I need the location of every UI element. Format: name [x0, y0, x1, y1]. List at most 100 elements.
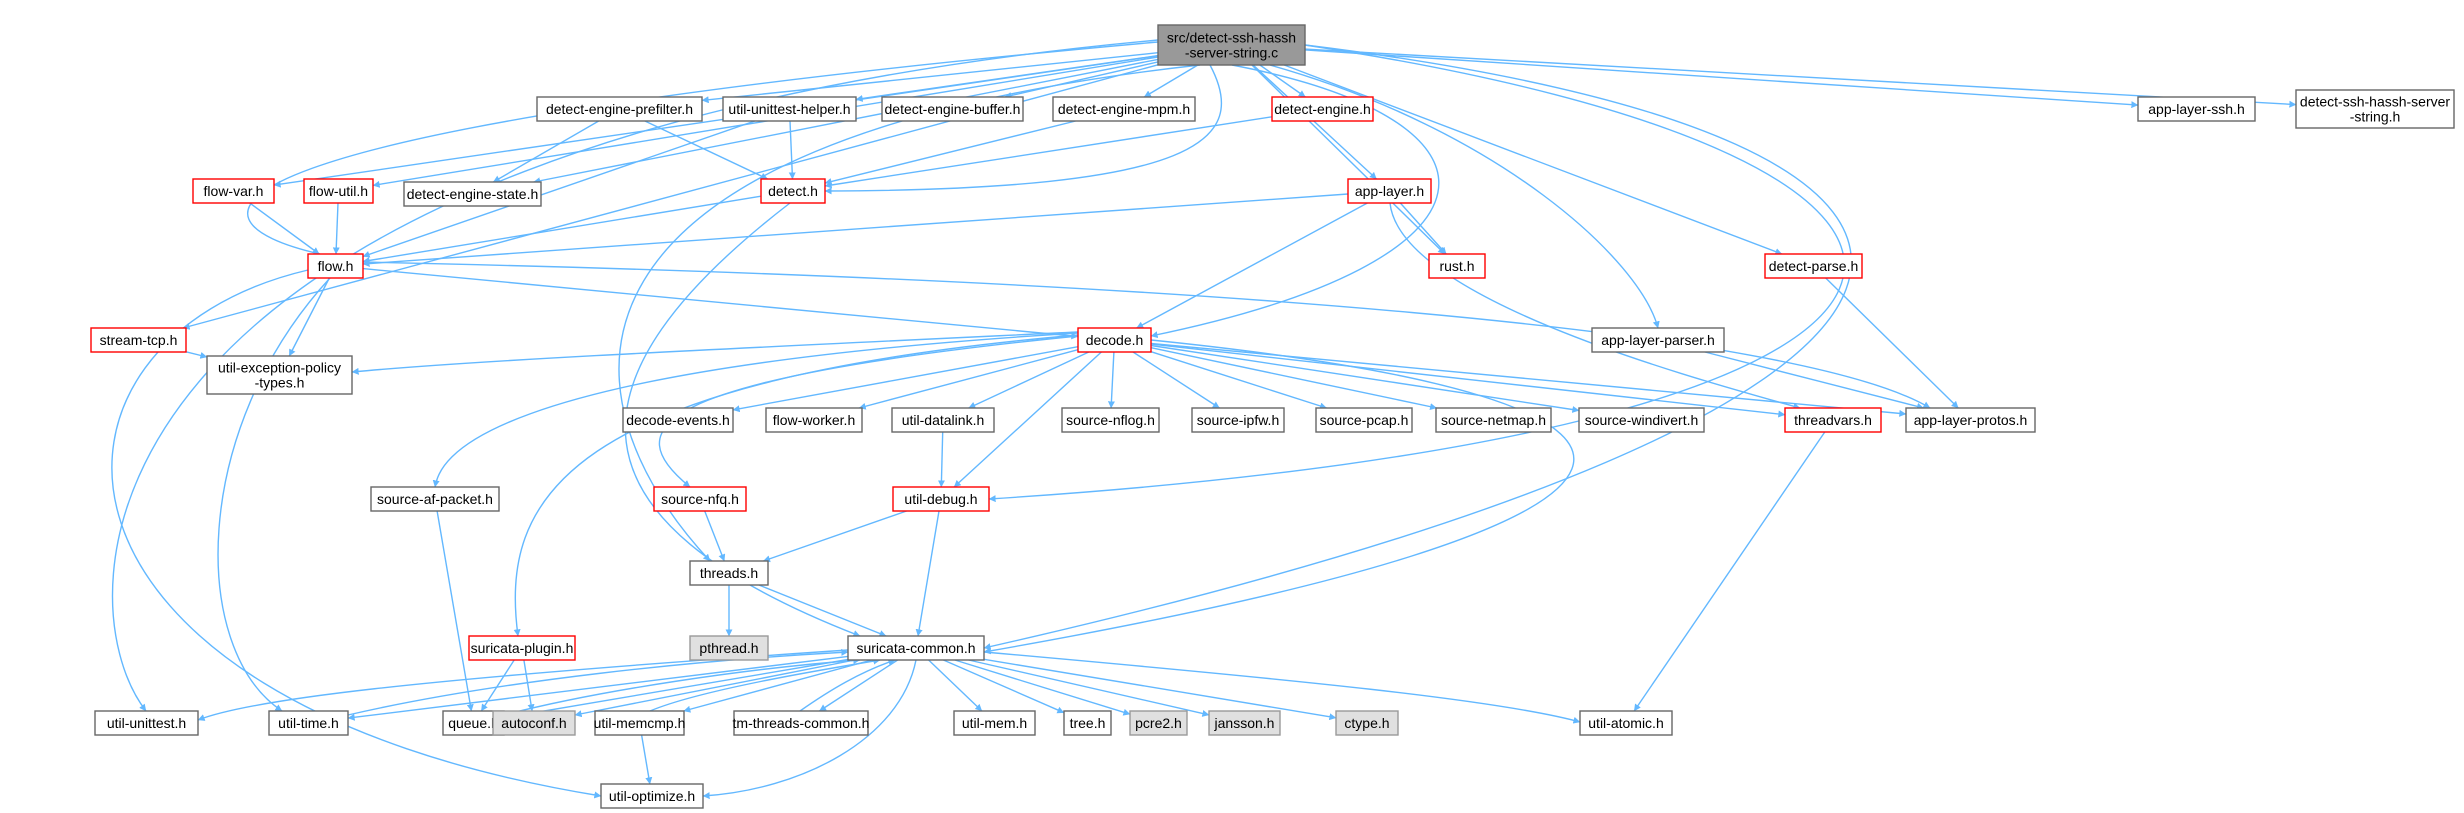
node-box [1578, 407, 1705, 433]
node-flowvar[interactable]: flow-var.h [192, 178, 275, 204]
node-protos[interactable]: app-layer-protos.h [1905, 407, 2036, 433]
node-enginestate[interactable]: detect-engine-state.h [403, 181, 542, 207]
node-pcap[interactable]: source-pcap.h [1315, 407, 1413, 433]
node-box [1579, 710, 1673, 736]
dependency-edge [1633, 431, 1826, 712]
node-ipfw[interactable]: source-ipfw.h [1191, 407, 1285, 433]
node-unittest[interactable]: util-unittest.h [94, 710, 199, 736]
node-detect[interactable]: detect.h [760, 178, 826, 204]
edge-root-to-detectengine [1259, 64, 1306, 98]
node-pthread[interactable]: pthread.h [689, 635, 769, 661]
dependency-edge [1150, 344, 1580, 413]
edge-root-to-flowvar [273, 55, 1159, 188]
node-pcre2[interactable]: pcre2.h [1129, 710, 1188, 736]
node-nfq[interactable]: source-nfq.h [653, 486, 747, 512]
node-mem[interactable]: util-mem.h [953, 710, 1036, 736]
edge-decode-to-exceptionpolicy [351, 331, 1079, 375]
node-threads[interactable]: threads.h [689, 560, 769, 586]
dependency-edge [968, 351, 1090, 409]
node-ctype[interactable]: ctype.h [1335, 710, 1399, 736]
node-time[interactable]: util-time.h [268, 710, 349, 736]
node-label: util-datalink.h [902, 412, 985, 428]
node-netmap[interactable]: source-netmap.h [1435, 407, 1552, 433]
node-detectparse[interactable]: detect-parse.h [1764, 253, 1863, 279]
node-exceptionpolicy[interactable]: util-exception-policy-types.h [206, 355, 353, 395]
dependency-edge [362, 195, 762, 264]
dependency-edge [362, 261, 1931, 409]
node-threadvars[interactable]: threadvars.h [1784, 407, 1882, 433]
dependency-edge [640, 734, 653, 785]
node-label: tree.h [1070, 715, 1106, 731]
edge-common-to-time [347, 655, 849, 721]
dependency-edge [968, 659, 1210, 717]
node-applayerparser[interactable]: app-layer-parser.h [1591, 327, 1725, 353]
node-nflog[interactable]: source-nflog.h [1061, 407, 1160, 433]
node-optimize[interactable]: util-optimize.h [600, 783, 704, 809]
node-hasshserver[interactable]: detect-ssh-hassh-server-string.h [2295, 89, 2455, 129]
node-box [622, 407, 734, 433]
node-rust[interactable]: rust.h [1428, 253, 1486, 279]
dependency-edge [732, 346, 1079, 413]
edge-root-to-hasshserver [1304, 48, 2297, 108]
edge-datalink-to-debug [937, 431, 945, 488]
node-tmthreads[interactable]: tm-threads-common.h [733, 710, 870, 736]
node-unittesthelper[interactable]: util-unittest-helper.h [722, 96, 857, 122]
node-label: util-memcmp.h [594, 715, 686, 731]
node-root[interactable]: src/detect-ssh-hassh-server-string.c [1157, 24, 1306, 66]
dependency-edge [983, 44, 1852, 650]
dependency-edge [347, 655, 849, 721]
edge-decode-to-decodeevents [732, 346, 1079, 413]
edge-common-to-autoconf [574, 659, 856, 718]
edge-threads-to-common [758, 584, 887, 637]
node-label: autoconf.h [501, 715, 566, 731]
node-debug[interactable]: util-debug.h [892, 486, 990, 512]
node-plugin[interactable]: suricata-plugin.h [468, 635, 576, 661]
node-jansson[interactable]: jansson.h [1208, 710, 1281, 736]
node-label: -server-string.c [1185, 45, 1278, 61]
node-label: detect-engine.h [1274, 101, 1371, 117]
node-enginebuffer[interactable]: detect-engine-buffer.h [881, 96, 1024, 122]
dependency-edge [185, 351, 208, 359]
edge-root-to-flow [246, 41, 1159, 256]
node-atomic[interactable]: util-atomic.h [1579, 710, 1673, 736]
edge-decode-to-common [983, 339, 1575, 655]
node-common[interactable]: suricata-common.h [847, 635, 985, 661]
node-flowworker[interactable]: flow-worker.h [765, 407, 863, 433]
node-decodeevents[interactable]: decode-events.h [622, 407, 734, 433]
edge-streamtcp-to-exceptionpolicy [185, 351, 208, 359]
node-datalink[interactable]: util-datalink.h [891, 407, 995, 433]
dependency-edge [513, 334, 1079, 637]
node-afpacket[interactable]: source-af-packet.h [370, 486, 500, 512]
dependency-edge [701, 52, 1159, 104]
node-autoconf[interactable]: autoconf.h [492, 710, 576, 736]
edge-common-to-jansson [968, 659, 1210, 717]
node-box [1591, 327, 1725, 353]
node-label: detect-engine-prefilter.h [546, 101, 693, 117]
node-decode[interactable]: decode.h [1077, 327, 1152, 353]
node-enginempm[interactable]: detect-engine-mpm.h [1052, 96, 1196, 122]
node-detectengine[interactable]: detect-engine.h [1271, 96, 1374, 122]
edge-decode-to-windivert [1150, 344, 1580, 413]
dependency-edge [702, 659, 917, 800]
node-prefilter[interactable]: detect-engine-prefilter.h [536, 96, 703, 122]
node-box [733, 710, 869, 736]
dependency-edge [503, 658, 849, 721]
node-box [1157, 24, 1306, 66]
dependency-edge [1251, 64, 1446, 255]
dependency-edge [758, 584, 887, 637]
node-box [722, 96, 857, 122]
edge-common-to-pcre2 [954, 659, 1131, 716]
node-flowutil[interactable]: flow-util.h [303, 178, 374, 204]
node-memcmp[interactable]: util-memcmp.h [594, 710, 686, 736]
node-applayerssh[interactable]: app-layer-ssh.h [2137, 96, 2256, 122]
node-streamtcp[interactable]: stream-tcp.h [90, 327, 187, 353]
node-label: util-unittest-helper.h [728, 101, 850, 117]
node-flow[interactable]: flow.h [307, 253, 364, 279]
node-label: util-debug.h [904, 491, 977, 507]
node-applayer[interactable]: app-layer.h [1347, 178, 1432, 204]
dependency-edge [983, 658, 1337, 721]
edge-decode-to-ipfw [1132, 351, 1220, 409]
node-tree[interactable]: tree.h [1063, 710, 1112, 736]
node-windivert[interactable]: source-windivert.h [1578, 407, 1705, 433]
node-label: detect-engine-buffer.h [885, 101, 1021, 117]
